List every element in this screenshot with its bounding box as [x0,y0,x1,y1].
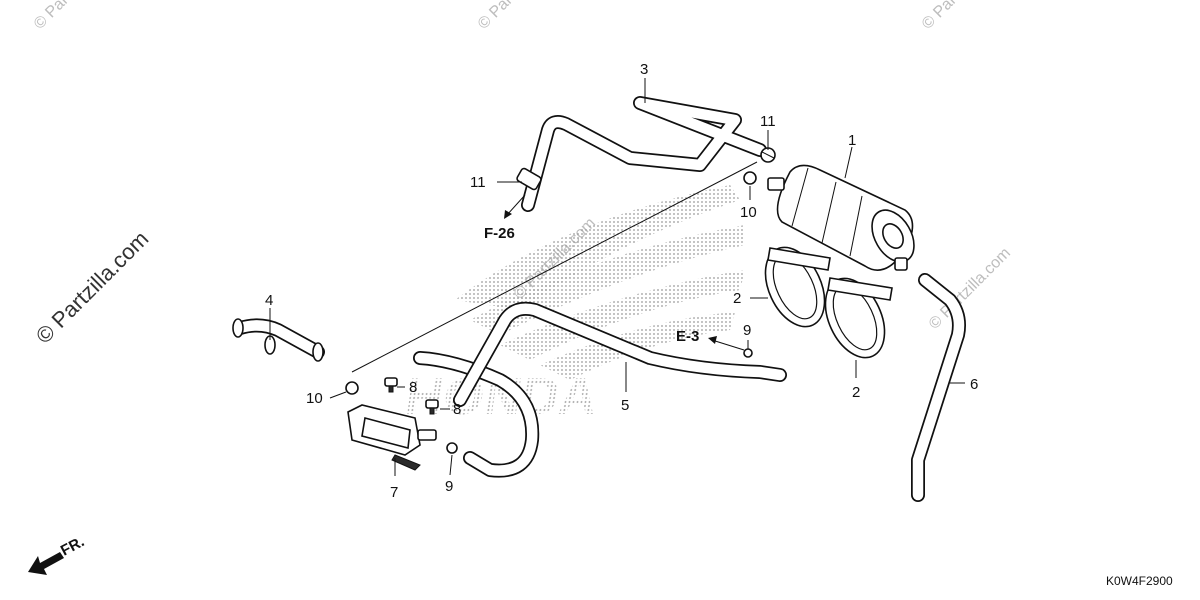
arrow-to-f26 [504,194,526,219]
callout-9-lower: 9 [445,478,453,495]
callout-3: 3 [640,61,648,78]
callout-2-upper: 2 [733,290,741,307]
callout-11-left: 11 [470,174,486,191]
clip-part-11 [760,147,776,163]
bolt-part-8-lower [425,399,439,415]
callout-5: 5 [621,397,629,414]
hose-part-5 [413,301,787,478]
clamp-part-10-top [743,171,757,185]
leader-line-long [351,161,758,373]
callout-7: 7 [390,484,398,501]
leader-lines [269,78,965,476]
clip-part-9-right [743,348,753,358]
arrow-to-e3 [708,336,745,351]
hose-part-6 [911,273,966,502]
front-arrow-icon: FR. [28,533,87,575]
callout-10-lower: 10 [306,390,323,407]
reference-e3[interactable]: E-3 [676,328,699,345]
hose-part-3 [521,96,767,212]
hose-clamp-11-left [516,167,542,191]
watermark-top-right: © Partzilla.com [919,0,1007,33]
clamp-part-10-lower [345,381,359,395]
solenoid-part-7 [347,404,437,471]
band-part-2-lower [824,277,893,359]
watermark-top-center: © Partzilla.com [475,0,563,33]
callout-8-lower: 8 [453,401,461,418]
band-part-2-upper [764,246,831,328]
reference-f26[interactable]: F-26 [484,225,515,242]
callout-9-right: 9 [743,322,751,339]
honda-wing-logo: HONDA [402,185,745,426]
canister-part-1 [767,164,915,271]
callout-11-right: 11 [760,113,776,130]
clip-part-9-lower [446,442,458,454]
watermark-side: © Partzilla.com [31,226,154,349]
diagram-code: K0W4F2900 [1106,574,1173,588]
watermark-top-left: © Partzilla.com [31,0,119,33]
callout-2-lower: 2 [852,384,860,401]
callout-8-upper: 8 [409,379,417,396]
callout-6: 6 [970,376,978,393]
callout-1: 1 [848,132,856,149]
callout-10-top: 10 [740,204,757,221]
hose-part-4 [232,318,325,362]
bolt-part-8-upper [384,377,398,393]
callout-4: 4 [265,292,273,309]
